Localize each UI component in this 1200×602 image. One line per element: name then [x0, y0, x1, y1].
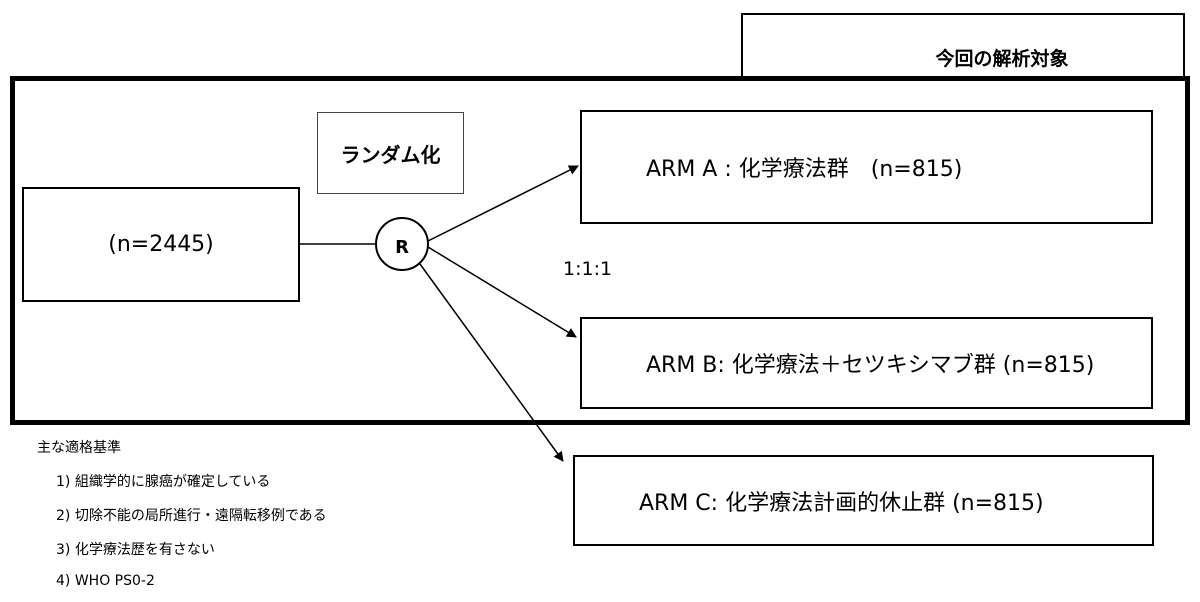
randomization-label: ランダム化 [340, 142, 441, 167]
arrow-to-arm-b [427, 246, 577, 338]
arrow-to-arm-a [427, 165, 579, 242]
randomize-symbol: R [395, 236, 409, 258]
enrollment-box: (n=2445) [22, 187, 300, 302]
arm-c-label: ARM C: 化学療法計画的休止群 (n=815) [639, 490, 1044, 516]
randomization-box: ランダム化 [317, 112, 464, 194]
criteria-item: 1) 組織学的に腺癌が確定している [56, 474, 271, 490]
criteria-item: 4) WHO PS0-2 [56, 573, 155, 589]
arm-a-label: ARM A : 化学療法群 (n=815) [646, 157, 963, 182]
analysis-target-tab [741, 13, 1185, 79]
criteria-item: 2) 切除不能の局所進行・遠隔転移例である [56, 508, 327, 524]
criteria-title: 主な適格基準 [37, 440, 121, 456]
allocation-ratio: 1:1:1 [563, 258, 613, 280]
enrollment-count: (n=2445) [108, 232, 214, 257]
analysis-target-label: 今回の解析対象 [935, 48, 1069, 70]
arrow-to-arm-c [419, 263, 564, 462]
arm-b-label: ARM B: 化学療法＋セツキシマブ群 (n=815) [646, 353, 1095, 378]
randomize-circle [375, 217, 429, 271]
criteria-item: 3) 化学療法歴を有さない [56, 542, 215, 558]
analysis-target-frame [10, 76, 1190, 425]
arm-b-box: ARM B: 化学療法＋セツキシマブ群 (n=815) [580, 317, 1153, 409]
arm-c-box: ARM C: 化学療法計画的休止群 (n=815) [573, 455, 1154, 546]
arm-a-box: ARM A : 化学療法群 (n=815) [580, 110, 1153, 224]
